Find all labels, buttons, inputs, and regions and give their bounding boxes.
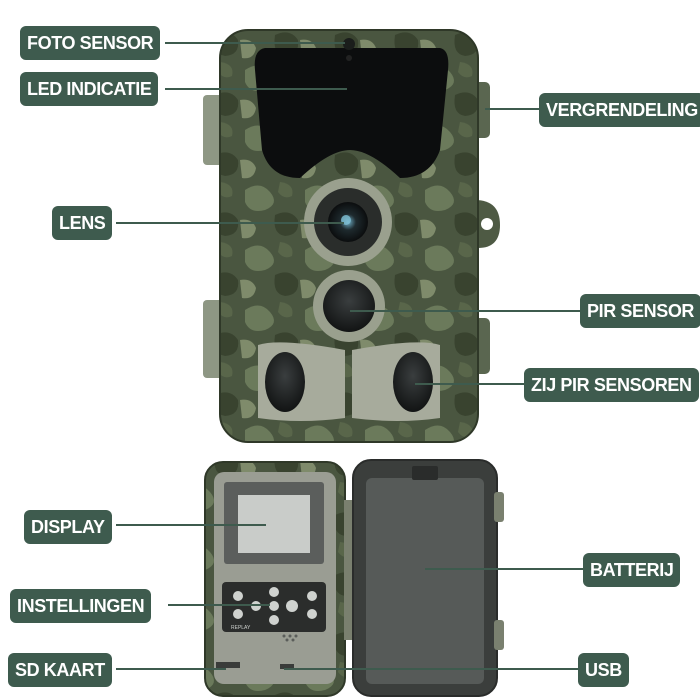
label-zij-pir-sensoren: ZIJ PIR SENSOREN bbox=[524, 368, 699, 402]
leader-instellingen bbox=[168, 604, 270, 606]
label-batterij: BATTERIJ bbox=[583, 553, 681, 587]
hinge bbox=[344, 500, 354, 640]
key-up[interactable] bbox=[233, 591, 243, 601]
label-sd-kaart: SD KAART bbox=[8, 653, 112, 687]
leader-pir-sensor bbox=[350, 310, 582, 312]
door-catch bbox=[412, 466, 438, 480]
key-select[interactable] bbox=[269, 601, 279, 611]
key-down[interactable] bbox=[307, 591, 317, 601]
led-indicator bbox=[346, 55, 352, 61]
label-instellingen: INSTELLINGEN bbox=[10, 589, 152, 623]
photo-sensor bbox=[343, 38, 355, 50]
ir-window bbox=[254, 48, 449, 178]
leader-sd-kaart bbox=[116, 668, 226, 670]
leader-lens bbox=[116, 222, 344, 224]
label-pir-sensor: PIR SENSOR bbox=[580, 294, 700, 328]
leader-led-indicatie bbox=[165, 88, 347, 90]
label-display: DISPLAY bbox=[24, 510, 112, 544]
label-foto-sensor: FOTO SENSOR bbox=[20, 26, 161, 60]
usb-port[interactable] bbox=[280, 664, 294, 669]
key-menu[interactable] bbox=[269, 587, 279, 597]
battery-compartment bbox=[366, 478, 484, 684]
label-vergrendeling: VERGRENDELING bbox=[539, 93, 700, 127]
key-right[interactable] bbox=[286, 600, 298, 612]
leader-usb bbox=[284, 668, 580, 670]
replay-text: REPLAY bbox=[231, 625, 251, 631]
camera-front bbox=[203, 29, 500, 443]
key-left[interactable] bbox=[251, 601, 261, 611]
door-latch-bottom[interactable] bbox=[494, 620, 504, 650]
pir-sensor bbox=[323, 280, 375, 332]
leader-foto-sensor bbox=[165, 42, 345, 44]
leader-batterij bbox=[425, 568, 585, 570]
side-pir-right bbox=[393, 352, 433, 412]
key-mode[interactable] bbox=[307, 609, 317, 619]
speaker-grille bbox=[282, 634, 298, 642]
key-shot[interactable] bbox=[269, 615, 279, 625]
camera-open: REPLAY bbox=[204, 459, 504, 697]
label-usb: USB bbox=[578, 653, 629, 687]
sd-slot[interactable] bbox=[216, 662, 240, 668]
leader-zij-pir bbox=[415, 383, 525, 385]
label-lens: LENS bbox=[52, 206, 113, 240]
key-ok[interactable] bbox=[233, 609, 243, 619]
side-pir-left bbox=[265, 352, 305, 412]
leader-vergrendeling bbox=[485, 108, 540, 110]
label-led-indicatie: LED INDICATIE bbox=[20, 72, 159, 106]
door-latch-top[interactable] bbox=[494, 492, 504, 522]
leader-display bbox=[116, 524, 266, 526]
